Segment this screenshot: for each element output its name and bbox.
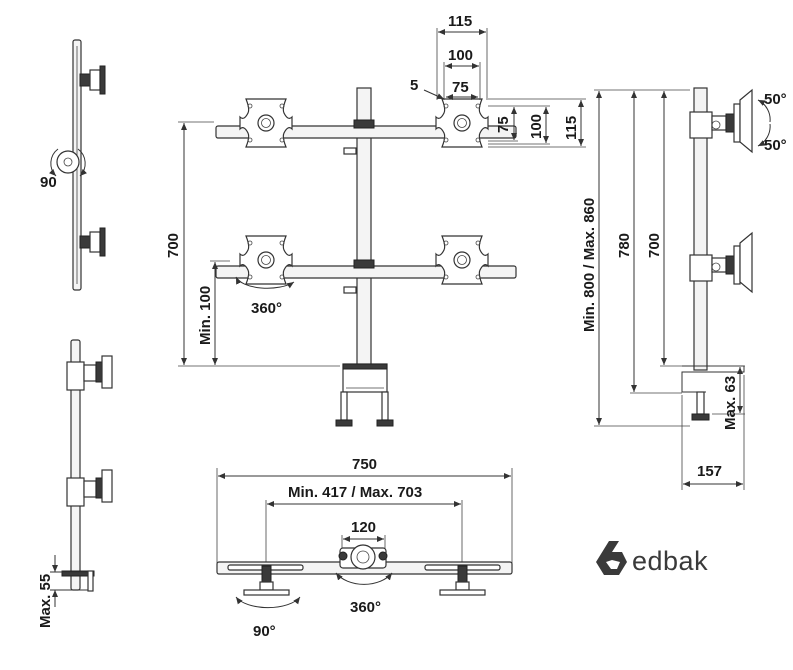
right-115-label: 115 (563, 116, 580, 140)
front-min-100-label: Min. 100 (197, 286, 214, 345)
front-height-700-label: 700 (165, 233, 182, 258)
bottom-top-view: 750 Min. 417 / Max. 703 120 360° 90° (216, 456, 513, 640)
top-115-label: 115 (448, 13, 472, 30)
top-view-left: 90 (40, 39, 106, 291)
bottom-swivel-label: 90° (253, 623, 276, 640)
side-view-left: Max. 55 (37, 339, 113, 628)
tilt-up-label: 50° (764, 91, 787, 108)
top-75-label: 75 (452, 79, 469, 96)
bottom-rotation-label: 360° (350, 599, 381, 616)
side-780-label: 780 (616, 233, 633, 258)
brand-name: edbak (632, 546, 708, 576)
bottom-120-label: 120 (351, 519, 376, 536)
side-700-label: 700 (646, 233, 663, 258)
side-clamp-max-63-label: Max. 63 (722, 376, 739, 430)
edbak-logo-icon (596, 541, 627, 575)
tilt-down-label: 50° (764, 137, 787, 154)
side-total-height-label: Min. 800 / Max. 860 (581, 198, 598, 332)
clamp-max-55-label: Max. 55 (37, 574, 54, 628)
top-offset-5-label: 5 (410, 77, 418, 94)
right-100-label: 100 (528, 114, 545, 139)
brand-logo: edbak (596, 541, 708, 576)
right-75-label: 75 (495, 116, 512, 133)
bottom-750-label: 750 (352, 456, 377, 473)
front-rotation-label: 360° (251, 300, 282, 317)
side-base-157-label: 157 (697, 463, 722, 480)
bottom-arm-range-label: Min. 417 / Max. 703 (288, 484, 422, 501)
side-view-right: 50° 50° Min. 800 / Max. 860 780 700 Max.… (581, 87, 787, 490)
rotation-90-label: 90 (40, 174, 57, 191)
top-100-label: 100 (448, 47, 473, 64)
front-view: 360° 700 Min. 100 115 100 75 5 75 100 1 (165, 13, 586, 427)
